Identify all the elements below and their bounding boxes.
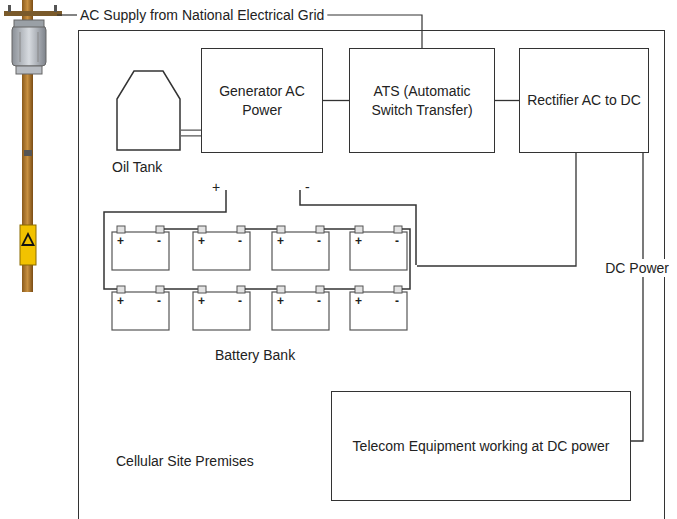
terminal-sign: - — [238, 235, 242, 247]
battery-cell — [350, 292, 407, 330]
terminal-sign: - — [305, 180, 310, 194]
battery-bank: Battery Bank — [105, 223, 417, 363]
terminal-sign: + — [355, 235, 362, 247]
terminal-sign: - — [157, 295, 161, 307]
battery-cell — [193, 232, 250, 270]
oil-tank: Oil Tank — [116, 69, 181, 169]
power-line — [495, 100, 519, 101]
battery-cell — [272, 292, 329, 330]
battery-post — [117, 286, 125, 293]
site-boundary: Cellular Site Premises Oil Tank Generator … — [78, 30, 665, 519]
series-wire — [164, 228, 198, 230]
battery-post — [156, 286, 164, 293]
node-text: Rectifier AC to DC — [527, 91, 641, 109]
power-line — [323, 100, 349, 101]
battery-post — [198, 286, 206, 293]
series-wire — [245, 288, 277, 290]
terminal-sign: + — [277, 295, 284, 307]
battery-cell — [193, 292, 250, 330]
battery-cell — [112, 232, 169, 270]
battery-post — [277, 286, 285, 293]
negative-lead — [300, 190, 416, 265]
series-wire — [164, 288, 198, 290]
edge-label: DC Power — [602, 259, 672, 277]
terminal-sign: - — [157, 235, 161, 247]
grid-label: AC Supply from National Electrical Grid — [80, 8, 324, 22]
power-line — [631, 153, 643, 441]
fuel-pipe — [181, 130, 201, 137]
positive-lead — [104, 190, 226, 289]
tank-shape — [117, 71, 180, 150]
rectifier-box: Rectifier AC to DC — [519, 48, 649, 153]
battery-cells — [104, 190, 416, 330]
series-wire — [245, 228, 277, 230]
tank-outline — [116, 69, 181, 151]
node-text: ATS (Automatic Switch Transfer) — [356, 82, 488, 118]
terminal-sign: - — [317, 295, 321, 307]
generator-box: Generator AC Power — [201, 48, 323, 153]
battery-post — [277, 226, 285, 233]
node-text: Battery Bank — [215, 347, 295, 363]
terminal-sign: - — [317, 235, 321, 247]
node-text: Cellular Site Premises — [116, 453, 254, 469]
battery-post — [198, 226, 206, 233]
terminal-sign: + — [355, 295, 362, 307]
terminal-sign: - — [395, 235, 399, 247]
supply-wire — [57, 14, 77, 15]
battery-post — [237, 286, 245, 293]
telecom-box: Telecom Equipment working at DC power — [331, 391, 631, 501]
row-link-wire — [402, 229, 410, 289]
series-wire — [324, 288, 355, 290]
battery-post — [394, 226, 402, 233]
series-wire — [324, 228, 355, 230]
fuel-pipe-inner — [181, 131, 201, 136]
node-text: Oil Tank — [112, 159, 162, 175]
battery-post — [237, 226, 245, 233]
terminal-sign: + — [117, 235, 124, 247]
node-text: Telecom Equipment working at DC power — [353, 437, 610, 455]
battery-cell — [112, 292, 169, 330]
ats-box: ATS (Automatic Switch Transfer) — [349, 48, 495, 153]
utility-pole — [4, 0, 62, 292]
terminal-sign: - — [238, 295, 242, 307]
supply-wire — [327, 15, 422, 48]
terminal-sign: + — [198, 235, 205, 247]
battery-post — [117, 226, 125, 233]
battery-post — [316, 286, 324, 293]
battery-cell — [350, 232, 407, 270]
battery-post — [394, 286, 402, 293]
battery-post — [355, 226, 363, 233]
terminal-sign: - — [395, 295, 399, 307]
battery-post — [355, 286, 363, 293]
terminal-sign: + — [277, 235, 284, 247]
battery-post — [316, 226, 324, 233]
terminal-sign: + — [198, 295, 205, 307]
terminal-sign: + — [117, 295, 124, 307]
terminal-sign: + — [212, 180, 220, 194]
battery-cell — [272, 232, 329, 270]
power-line — [417, 153, 576, 266]
battery-post — [156, 226, 164, 233]
node-text: Generator AC Power — [208, 82, 316, 118]
